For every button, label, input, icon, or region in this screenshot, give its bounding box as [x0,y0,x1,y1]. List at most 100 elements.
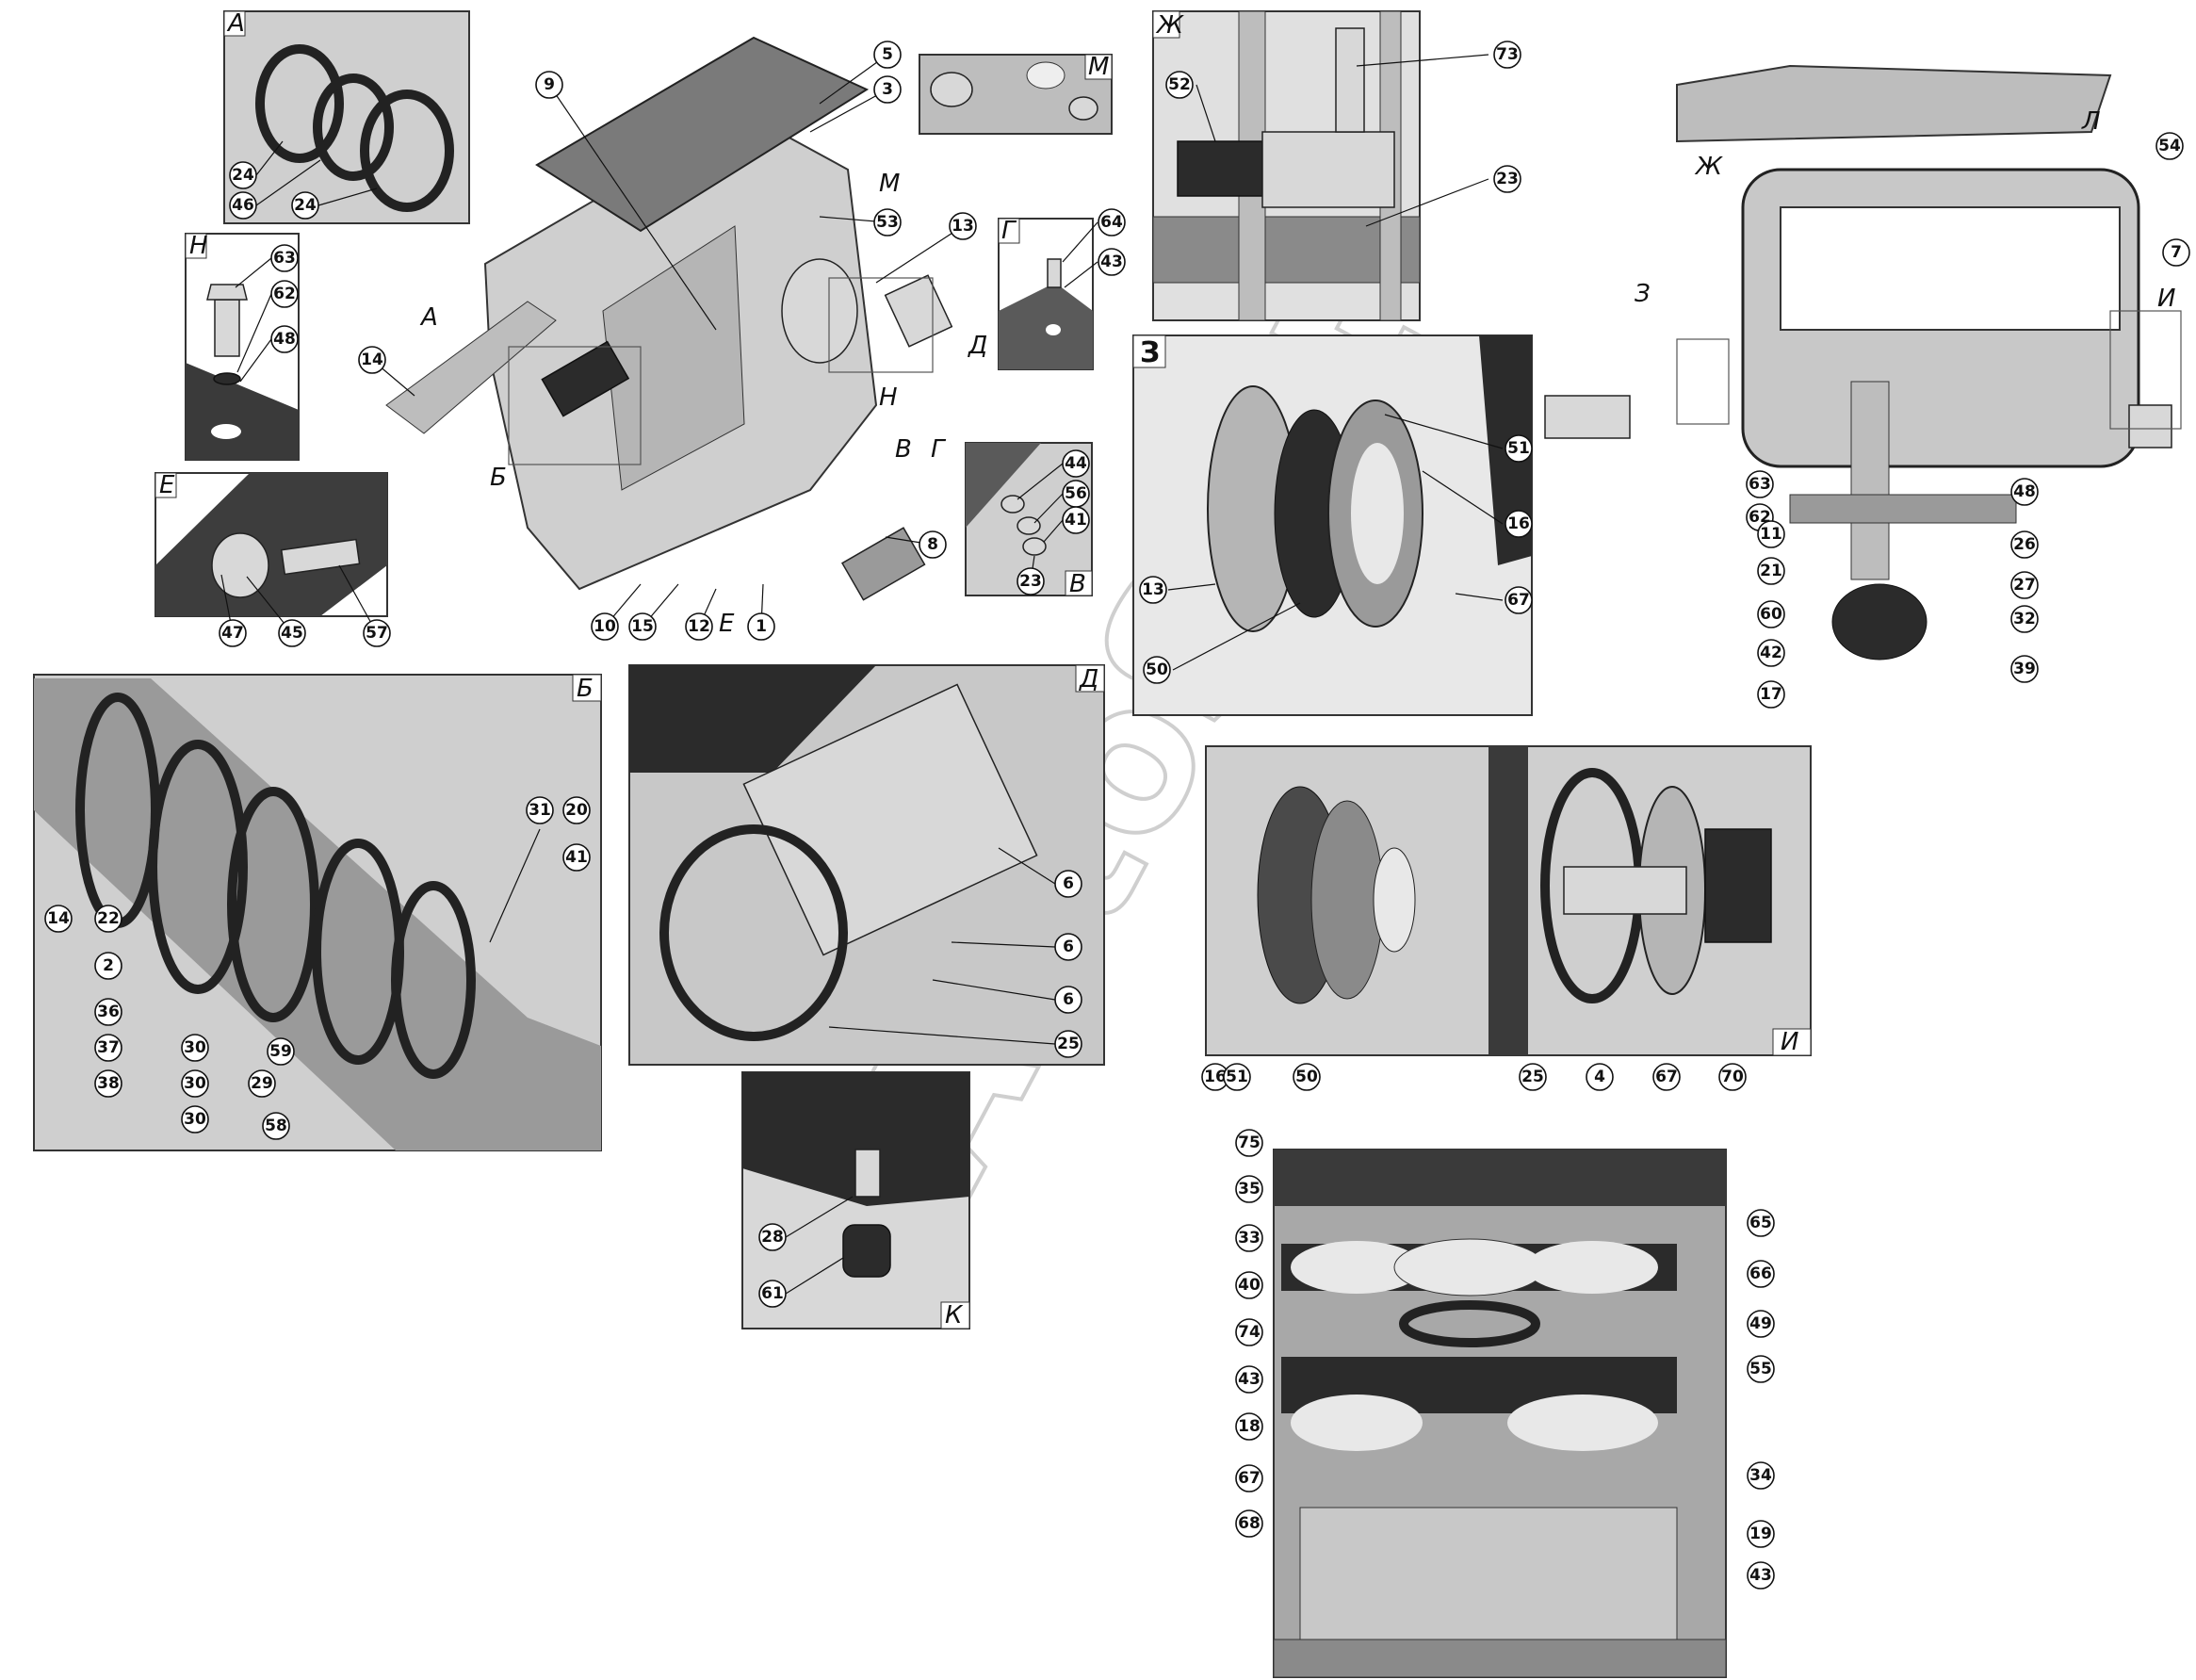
svg-text:32: 32 [2013,610,2036,628]
callout: 66 [1747,1260,1775,1288]
svg-text:23: 23 [1496,170,1519,188]
callout: 74 [1235,1318,1263,1346]
svg-text:Б: Б [490,464,507,492]
svg-text:22: 22 [97,909,120,928]
callout: 27 [2010,571,2039,599]
svg-text:К: К [945,1301,964,1329]
callout: 8 [885,530,947,559]
svg-text:Д: Д [968,332,987,360]
callout: 41 [562,843,591,872]
callout: 13 [1139,576,1216,604]
callout: 37 [94,1034,122,1062]
callout: 34 [1747,1461,1775,1490]
svg-text:73: 73 [1496,45,1519,64]
svg-text:12: 12 [688,617,710,636]
svg-text:40: 40 [1238,1276,1261,1295]
main-assembly: А Б М Н В Г Д Е 9 5 3 53 13 14 8 10 15 1… [358,36,987,641]
svg-text:63: 63 [273,249,296,268]
svg-text:13: 13 [1142,580,1164,599]
detail-panel-a: А 24 46 24 [223,9,470,224]
callout: 43 [1235,1365,1263,1394]
callout: 14 [358,346,415,397]
right-assembly: Ж Л З И 54 7 63 62 48 11 26 21 27 32 60 … [1544,64,2190,709]
callout: 2 [94,952,122,980]
svg-text:18: 18 [1238,1417,1261,1436]
callout: 53 [819,208,902,237]
callout: 26 [2010,530,2039,559]
callout: 48 [239,325,299,383]
svg-text:7: 7 [2171,243,2182,262]
svg-text:39: 39 [2013,660,2036,678]
svg-text:2: 2 [103,956,114,975]
svg-text:Л: Л [2081,107,2101,136]
svg-text:43: 43 [1100,253,1123,271]
svg-text:М: М [1088,53,1109,81]
callout: 41 [1043,506,1090,543]
svg-text:34: 34 [1749,1466,1772,1485]
svg-text:38: 38 [97,1074,120,1093]
callout: 17 [1757,680,1785,709]
svg-text:8: 8 [927,535,938,554]
svg-text:54: 54 [2158,137,2181,155]
svg-text:15: 15 [631,617,654,636]
callout: 33 [1235,1224,1263,1252]
svg-text:29: 29 [251,1074,273,1093]
svg-text:Е: Е [159,471,175,499]
svg-text:43: 43 [1238,1370,1261,1389]
callout: 12 [685,588,717,641]
svg-text:И: И [1781,1028,1798,1056]
detail-panel-b: Б 31 20 41 14 22 2 36 37 38 30 30 30 29 … [33,674,602,1151]
svg-text:4: 4 [1594,1068,1605,1086]
callout: 51 [1223,1063,1251,1091]
callout: 4 [1586,1063,1614,1091]
svg-text:42: 42 [1760,644,1782,662]
svg-text:Е: Е [719,610,735,638]
svg-text:24: 24 [294,196,317,215]
callout: 47 [219,574,247,647]
callout: 58 [262,1112,290,1140]
detail-panel-d: Д 6 6 6 25 [628,664,1105,1066]
callout: 39 [2010,655,2039,683]
svg-text:52: 52 [1168,75,1191,94]
svg-text:56: 56 [1065,484,1087,503]
panel-a-letter: А [226,9,245,38]
detail-panel-zh: Ж 73 52 23 [1152,10,1521,321]
callout: 54 [2155,132,2184,160]
svg-text:36: 36 [97,1003,120,1021]
svg-text:М: М [879,170,900,198]
svg-text:64: 64 [1100,213,1123,232]
callout: 9 [535,71,717,331]
svg-text:Г: Г [931,435,947,464]
svg-text:50: 50 [1146,661,1168,679]
callout: 59 [267,1037,295,1066]
callout: 44 [1017,449,1090,500]
svg-text:48: 48 [273,330,296,349]
svg-text:62: 62 [273,285,296,303]
svg-text:1: 1 [756,617,767,636]
svg-text:14: 14 [361,351,383,369]
detail-panel-v: В 44 56 41 23 [965,442,1093,598]
callout: 22 [94,905,122,933]
callout: 63 [1746,470,1774,498]
svg-text:48: 48 [2013,482,2036,501]
svg-text:З: З [1635,280,1651,308]
svg-text:26: 26 [2013,535,2036,554]
callout: 5 [819,41,902,105]
detail-panel-n: Н 63 62 48 [185,232,300,461]
callout: 67 [1235,1464,1263,1492]
svg-text:9: 9 [544,75,555,94]
callout: 32 [2010,605,2039,633]
callout: 56 [1033,480,1090,524]
svg-text:67: 67 [1507,591,1530,610]
callout: 36 [94,998,122,1026]
svg-text:21: 21 [1760,562,1782,580]
callout: 62 [236,280,299,373]
callout: 70 [1718,1063,1747,1091]
svg-text:24: 24 [232,166,254,185]
svg-text:30: 30 [184,1038,206,1057]
svg-text:Н: Н [879,383,898,412]
callout: 20 [562,796,591,824]
svg-text:28: 28 [761,1228,784,1247]
callout: 25 [828,1026,1082,1058]
callout: 6 [998,847,1082,898]
